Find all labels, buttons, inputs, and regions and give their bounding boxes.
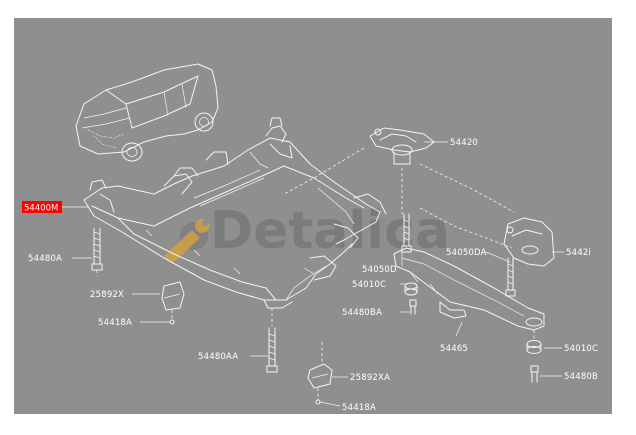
washer-54010C-right-icon [526, 330, 542, 354]
bolt-54050DA-icon [505, 257, 516, 297]
part-label-54010C[interactable]: 54010C [352, 280, 386, 290]
rear-member-54465-icon [393, 163, 545, 331]
part-label-54420[interactable]: 54420 [450, 138, 478, 148]
part-label-5442i[interactable]: 5442i [566, 248, 591, 258]
part-label-54400M[interactable]: 54400M [24, 204, 58, 214]
washer-54010C-icon [404, 282, 418, 296]
part-label-54418A[interactable]: 54418A [98, 318, 132, 328]
part-label-54480BA[interactable]: 54480BA [342, 308, 382, 318]
mount-5442i-icon [503, 217, 555, 267]
bracket-25892XA-icon [307, 342, 333, 405]
part-label-54480A[interactable]: 54480A [28, 254, 62, 264]
bolt-54480A-icon [91, 227, 103, 276]
part-label-25892X[interactable]: 25892X [90, 290, 124, 300]
leader-lines [62, 141, 564, 407]
mount-54420-icon [283, 127, 435, 214]
parts-diagram: Detalica [14, 18, 612, 414]
vehicle-location-icon [75, 63, 219, 162]
part-label-54480B[interactable]: 54480B [564, 372, 598, 382]
part-label-54010C-right[interactable]: 54010C [564, 344, 598, 354]
bolt-54480B-icon [530, 365, 539, 383]
highlight-box [22, 201, 62, 213]
bracket-25892X-icon [161, 281, 185, 325]
part-label-25892XA[interactable]: 25892XA [350, 373, 390, 383]
part-labels: 54400M 54480A 25892X 54418A 54480AA 2589… [22, 138, 598, 413]
front-subframe [83, 117, 387, 309]
bolt-54480AA-icon [266, 308, 278, 373]
part-label-54480AA[interactable]: 54480AA [198, 352, 238, 362]
part-label-54050DA[interactable]: 54050DA [446, 248, 487, 258]
part-label-54050D[interactable]: 54050D [362, 265, 397, 275]
part-label-54418A-lower[interactable]: 54418A [342, 403, 376, 413]
watermark-text: Detalica [210, 201, 450, 261]
part-label-54465[interactable]: 54465 [440, 344, 468, 354]
watermark: Detalica [164, 201, 450, 264]
wrench-logo-icon [164, 219, 209, 264]
bolt-54050D-icon [401, 213, 412, 253]
bolt-54480BA-icon [409, 299, 417, 315]
